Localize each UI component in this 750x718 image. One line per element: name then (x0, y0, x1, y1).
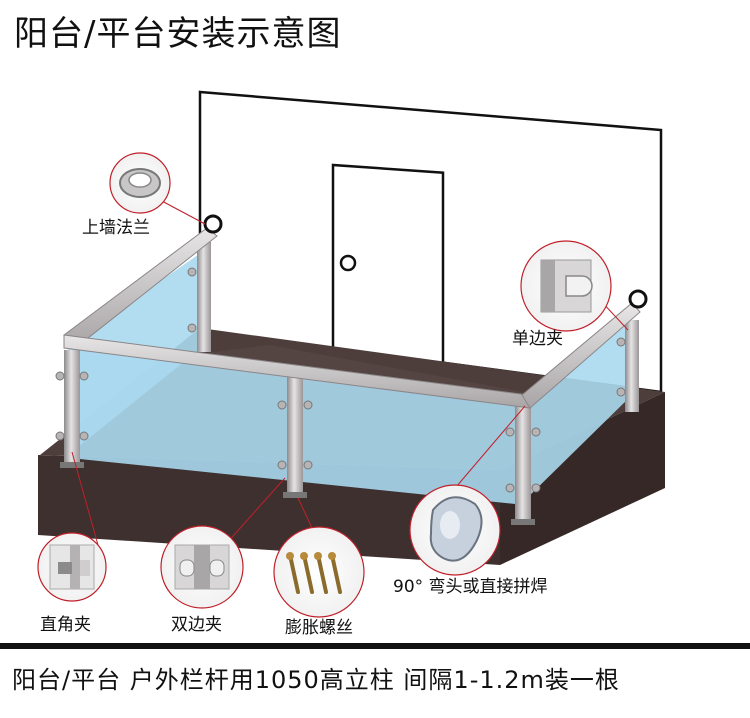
label-wall-flange: 上墙法兰 (82, 220, 150, 237)
callout-single-clamp (521, 241, 611, 331)
label-elbow: 90° 弯头或直接拼焊 (393, 579, 548, 596)
label-right-angle-clamp: 直角夹 (40, 617, 91, 634)
callout-elbow (410, 485, 500, 575)
double-clamp-icon (180, 560, 194, 576)
footer-divider (0, 643, 750, 649)
wall-flange-marker (205, 216, 221, 232)
label-single-clamp: 单边夹 (512, 331, 563, 348)
post (64, 350, 80, 465)
door-knob (341, 256, 355, 270)
wall-flange-marker (630, 291, 646, 307)
callout-double-clamp (161, 526, 243, 608)
post (515, 404, 531, 522)
callout-wall-flange (110, 153, 170, 213)
single-clamp-icon (566, 276, 592, 296)
post (625, 320, 639, 412)
callout-right-angle-clamp (38, 533, 106, 601)
post (197, 242, 211, 352)
label-expansion-screws: 膨胀螺丝 (285, 620, 353, 637)
right-angle-clamp-icon (58, 562, 72, 574)
callout-expansion-screws (274, 527, 364, 617)
footer-note: 阳台/平台 户外栏杆用1050高立柱 间隔1-1.2m装一根 (12, 668, 620, 692)
post (287, 375, 303, 495)
label-double-clamp: 双边夹 (171, 617, 222, 634)
